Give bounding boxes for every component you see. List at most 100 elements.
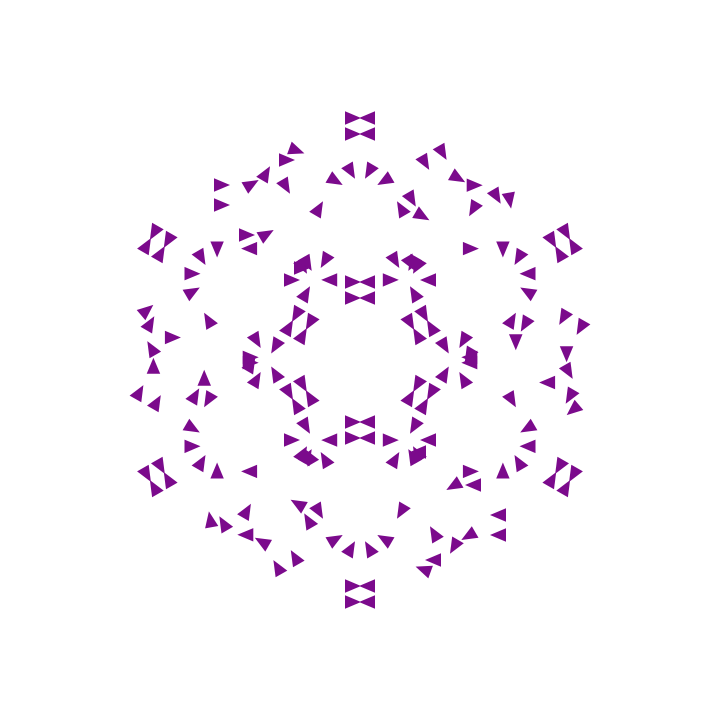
triangle-mark: [147, 341, 162, 359]
triangle-marks: [129, 111, 591, 609]
triangle-mark: [345, 415, 361, 429]
triangle-mark: [565, 386, 580, 404]
triangle-mark: [271, 366, 285, 384]
triangle-mark: [462, 241, 479, 256]
triangle-mark: [241, 241, 258, 256]
triangle-mark: [325, 171, 343, 185]
triangle-mark: [320, 452, 335, 470]
triangle-mark: [461, 526, 479, 540]
triangle-mark: [509, 334, 523, 351]
triangle-mark: [164, 330, 181, 345]
triangle-mark: [397, 501, 411, 519]
triangle-mark: [284, 433, 300, 447]
triangle-mark: [466, 178, 483, 192]
triangle-mark: [413, 374, 427, 392]
triangle-mark: [410, 286, 424, 304]
triangle-mark: [237, 528, 254, 542]
triangle-mark: [345, 579, 361, 593]
triangle-mark: [413, 328, 427, 346]
triangle-mark: [382, 433, 399, 447]
triangle-mark: [542, 472, 557, 490]
triangle-mark: [420, 433, 436, 447]
triangle-mark: [239, 228, 255, 242]
triangle-mark: [197, 369, 211, 386]
triangle-mark: [415, 565, 433, 579]
triangle-mark: [241, 180, 259, 194]
triangle-mark: [520, 314, 535, 332]
triangle-mark: [219, 516, 234, 534]
triangle-mark: [446, 476, 464, 490]
triangle-mark: [271, 336, 285, 354]
triangle-mark: [256, 230, 274, 244]
triangle-mark: [184, 439, 201, 454]
triangle-mark: [321, 433, 338, 447]
triangle-mark: [151, 456, 165, 474]
triangle-mark: [137, 238, 151, 256]
triangle-mark: [287, 141, 305, 155]
triangle-mark: [191, 247, 206, 265]
triangle-mark: [345, 275, 361, 289]
triangle-mark: [297, 253, 312, 271]
triangle-mark: [514, 455, 529, 473]
triangle-mark: [279, 153, 295, 167]
triangle-mark: [502, 312, 516, 330]
triangle-mark: [246, 372, 261, 390]
triangle-mark: [435, 366, 449, 384]
triangle-mark: [210, 241, 224, 258]
triangle-mark: [325, 535, 343, 549]
triangle-mark: [400, 390, 415, 408]
triangle-mark: [414, 304, 428, 322]
triangle-mark: [414, 398, 428, 416]
triangle-mark: [412, 206, 430, 221]
triangle-mark: [430, 526, 444, 544]
triangle-mark: [539, 375, 556, 390]
triangle-mark: [559, 307, 573, 325]
triangle-mark: [420, 273, 436, 287]
triangle-mark: [359, 431, 375, 445]
triangle-mark: [345, 127, 361, 141]
triangle-mark: [147, 395, 161, 413]
triangle-mark: [435, 336, 449, 354]
triangle-mark: [569, 464, 583, 482]
triangle-mark: [309, 201, 323, 219]
triangle-mark: [462, 464, 479, 479]
triangle-mark: [149, 222, 164, 240]
triangle-mark: [459, 330, 474, 348]
triangle-mark: [284, 273, 300, 287]
triangle-mark: [397, 201, 411, 219]
triangle-mark: [365, 541, 379, 559]
triangle-mark: [448, 168, 466, 183]
triangle-mark: [273, 560, 288, 578]
triangle-mark: [566, 399, 584, 416]
triangle-mark: [359, 291, 375, 305]
triangle-mark: [345, 291, 361, 305]
triangle-mark: [279, 320, 293, 338]
triangle-mark: [514, 247, 529, 265]
triangle-mark: [345, 595, 361, 609]
triangle-mark: [256, 166, 270, 184]
triangle-mark: [305, 390, 320, 408]
triangle-mark: [140, 316, 155, 334]
triangle-mark: [377, 171, 395, 185]
triangle-mark: [279, 382, 293, 400]
triangle-mark: [502, 390, 516, 408]
triangle-mark: [555, 456, 569, 474]
triangle-mark: [520, 287, 538, 302]
triangle-mark: [182, 287, 200, 302]
triangle-mark: [296, 416, 310, 434]
triangle-mark: [163, 230, 178, 248]
triangle-mark: [496, 462, 510, 479]
triangle-mark: [427, 320, 441, 338]
triangle-mark: [210, 462, 224, 479]
triangle-mark: [486, 186, 501, 204]
triangle-mark: [401, 189, 416, 207]
triangle-mark: [365, 161, 379, 179]
triangle-mark: [290, 550, 305, 568]
triangle-mark: [410, 445, 426, 459]
triangle-mark: [341, 161, 355, 179]
triangle-mark: [204, 312, 218, 330]
triangle-mark: [519, 439, 536, 454]
triangle-mark: [490, 528, 506, 542]
triangle-mark: [459, 372, 474, 390]
